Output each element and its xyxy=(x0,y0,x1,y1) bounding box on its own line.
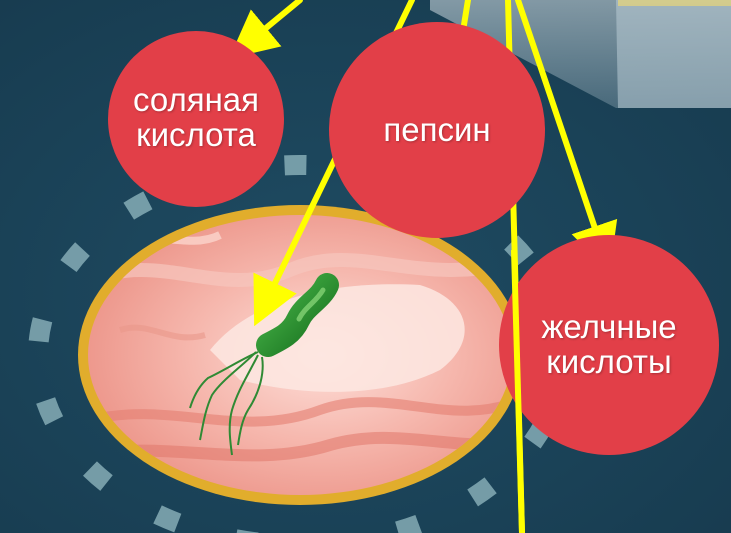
bile-acids-circle xyxy=(499,235,719,455)
hydrochloric-acid-circle xyxy=(108,31,284,207)
pepsin-circle xyxy=(329,22,545,238)
